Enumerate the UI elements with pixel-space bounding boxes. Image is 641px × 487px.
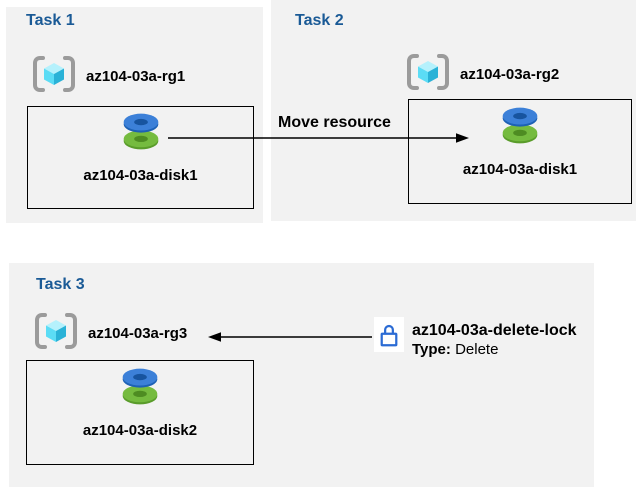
task1-resource-group: az104-03a-rg1 xyxy=(31,54,186,99)
disk-name: az104-03a-disk1 xyxy=(83,167,198,184)
disk-name: az104-03a-disk1 xyxy=(462,161,578,178)
task1-title: Task 1 xyxy=(26,12,75,29)
disk-icon xyxy=(119,366,161,411)
task2-resource-group: az104-03a-rg2 xyxy=(405,52,560,97)
task2-resource-box: az104-03a-disk1 xyxy=(408,99,632,204)
task3-resource-group: az104-03a-rg3 xyxy=(33,311,188,356)
task3-resource-box: az104-03a-disk2 xyxy=(26,360,254,465)
lock-name: az104-03a-delete-lock xyxy=(412,322,577,339)
lock-type-label: Type: xyxy=(412,341,451,358)
task2-title: Task 2 xyxy=(295,12,344,29)
task2-panel xyxy=(271,0,636,221)
disk-name: az104-03a-disk2 xyxy=(82,422,198,439)
lock-type-value: Delete xyxy=(455,341,499,358)
resource-group-name: az104-03a-rg1 xyxy=(86,67,186,85)
resource-group-icon xyxy=(33,311,79,356)
disk-icon xyxy=(499,105,541,150)
task3-title: Task 3 xyxy=(36,276,85,293)
move-resource-label: Move resource xyxy=(278,114,391,131)
task3-panel xyxy=(9,263,594,487)
resource-group-icon xyxy=(405,52,451,97)
lock-type: Type: Delete xyxy=(412,341,498,359)
disk-icon xyxy=(120,111,162,156)
task1-resource-box: az104-03a-disk1 xyxy=(27,106,254,209)
resource-group-name: az104-03a-rg2 xyxy=(460,65,560,83)
resource-group-name: az104-03a-rg3 xyxy=(88,324,188,342)
resource-group-icon xyxy=(31,54,77,99)
lock-icon xyxy=(374,317,404,352)
